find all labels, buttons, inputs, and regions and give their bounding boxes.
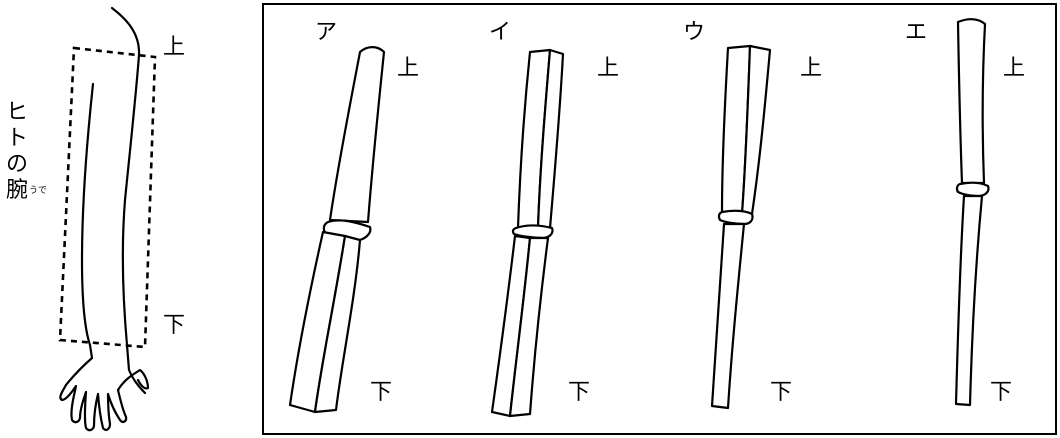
elbow-joint — [719, 211, 753, 224]
elbow-joint — [957, 183, 989, 196]
human-arm-drawing — [60, 8, 155, 430]
upper-arm-forearm-dashed-box — [60, 48, 155, 347]
arm-inner-contour — [66, 84, 93, 385]
upper-bone — [330, 47, 384, 222]
option-u-skeleton — [712, 46, 770, 408]
arm-outer-contour — [112, 8, 145, 393]
upper-bone — [958, 19, 985, 183]
option-e-skeleton — [956, 19, 989, 405]
lower-bone — [956, 196, 982, 405]
lower-bone — [712, 224, 744, 408]
option-i-skeleton — [492, 50, 563, 416]
option-a-skeleton — [290, 47, 384, 412]
